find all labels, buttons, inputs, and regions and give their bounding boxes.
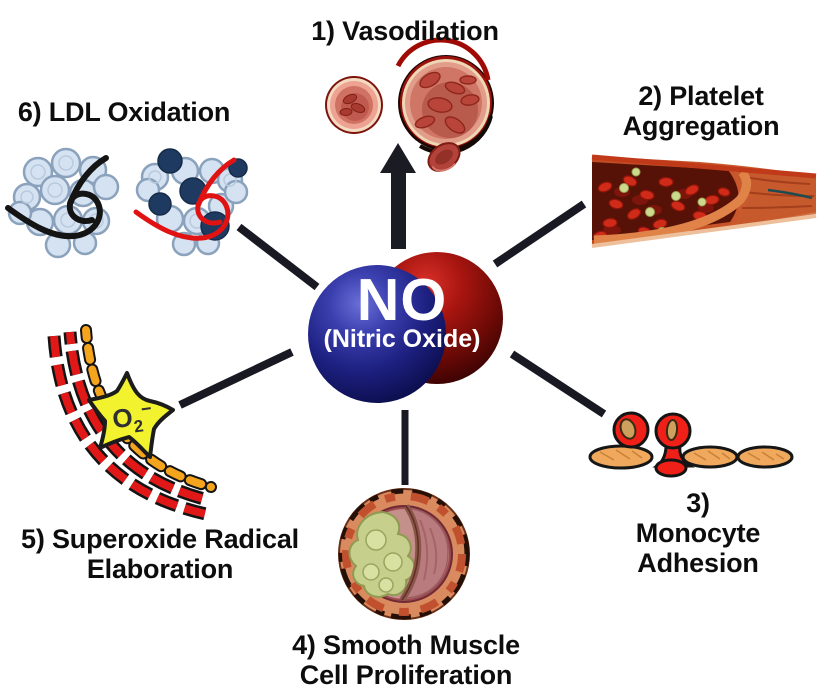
no-molecule	[308, 252, 503, 403]
arrow-up-icon	[380, 143, 416, 249]
superoxide-symbol-text: O2−	[110, 398, 155, 439]
red-blood-cell-icon	[427, 142, 461, 172]
small-vessel-icon	[325, 76, 383, 134]
monocyte-migrating-icon	[652, 412, 695, 478]
atherosclerotic-artery-icon	[338, 488, 470, 620]
item-label-monocyte: 3) Monocyte Adhesion	[635, 488, 761, 578]
connector-line-superoxide	[178, 348, 294, 409]
item-label-superoxide: 5) Superoxide Radical Elaboration	[21, 524, 299, 584]
item-label-smooth-muscle: 4) Smooth Muscle Cell Proliferation	[292, 630, 520, 690]
superoxide-star-icon: O2−	[87, 371, 175, 459]
dilated-vessel-icon	[395, 37, 494, 172]
nitrogen-sphere	[308, 265, 446, 403]
connector-line-ldl	[236, 223, 320, 291]
connector-lines	[178, 200, 607, 485]
monocyte-cell-icon	[612, 411, 650, 449]
connector-line-monocyte	[509, 350, 607, 418]
ldl-oxidized-cluster-icon	[133, 148, 249, 257]
item-label-vasodilation: 1) Vasodilation	[311, 16, 499, 46]
platelet-vessel-icon	[591, 154, 817, 248]
vasodilation-vessels-icon	[325, 37, 494, 172]
ldl-native-cluster-icon	[5, 147, 120, 259]
connector-line-platelet	[492, 200, 587, 268]
monocyte-adhesion-icon	[588, 411, 794, 478]
item-label-ldl-oxidation: 6) LDL Oxidation	[17, 97, 231, 127]
item-label-platelet: 2) Platelet Aggregation	[622, 81, 780, 141]
